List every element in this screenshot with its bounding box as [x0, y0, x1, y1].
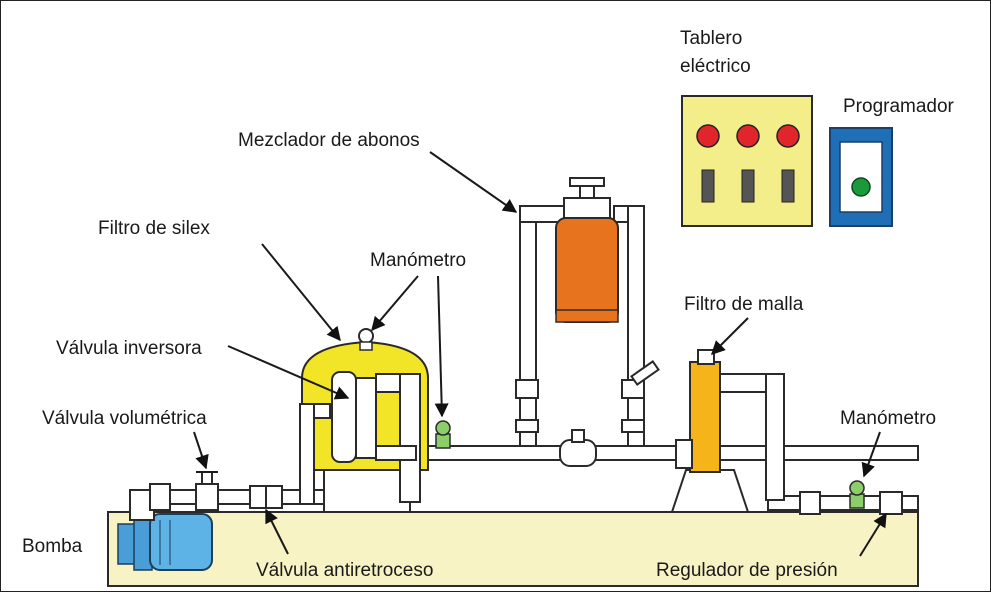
arrow-valvula-volumetrica — [193, 431, 209, 470]
volumetric-valve — [149, 471, 219, 511]
pump — [117, 489, 213, 571]
pressure-gauge-1 — [435, 420, 451, 449]
pressure-regulator — [799, 491, 903, 515]
label-bomba: Bomba — [22, 536, 83, 557]
label-regulador-presion: Regulador de presión — [656, 560, 838, 581]
silex-filter — [299, 328, 429, 513]
fertilizer-mixer — [515, 177, 660, 447]
arrow-filtro-malla — [711, 317, 749, 355]
arrow-valvula-antiretroceso — [265, 508, 289, 555]
programmer-unit — [829, 127, 893, 227]
label-manometro-1: Manómetro — [370, 250, 466, 271]
ground-platform — [107, 511, 919, 587]
pressure-gauge-2 — [849, 480, 865, 509]
arrow-manometro-2 — [861, 431, 881, 478]
arrow-manometro-1b — [434, 275, 449, 418]
arrow-mezclador — [429, 151, 518, 213]
red-indicator-light — [736, 124, 760, 148]
electrical-panel — [681, 95, 813, 227]
label-mezclador: Mezclador de abonos — [238, 130, 420, 151]
switch-lever — [701, 169, 715, 203]
label-tablero-line1: Tablero — [680, 28, 742, 49]
arrow-filtro-silex — [261, 243, 341, 342]
red-indicator-light — [776, 124, 800, 148]
green-indicator-light — [851, 177, 871, 197]
check-valve — [249, 485, 283, 509]
mesh-filter — [670, 349, 785, 513]
switch-lever — [781, 169, 795, 203]
arrow-valvula-inversora — [227, 345, 350, 400]
label-filtro-silex: Filtro de silex — [98, 218, 210, 239]
label-valvula-antiretroceso: Válvula antiretroceso — [256, 560, 433, 581]
label-filtro-malla: Filtro de malla — [684, 294, 804, 315]
red-indicator-light — [696, 124, 720, 148]
inline-valve — [559, 429, 597, 467]
label-tablero-line2: eléctrico — [680, 56, 751, 77]
switch-lever — [741, 169, 755, 203]
label-programador: Programador — [843, 96, 955, 117]
silex-gauge — [358, 328, 374, 344]
label-valvula-inversora: Válvula inversora — [56, 338, 202, 359]
label-valvula-volumetrica: Válvula volumétrica — [42, 408, 207, 429]
arrow-regulador-presion — [859, 512, 887, 557]
label-manometro-2: Manómetro — [840, 408, 936, 429]
arrow-manometro-1a — [371, 275, 419, 332]
leader-arrows — [193, 151, 887, 557]
